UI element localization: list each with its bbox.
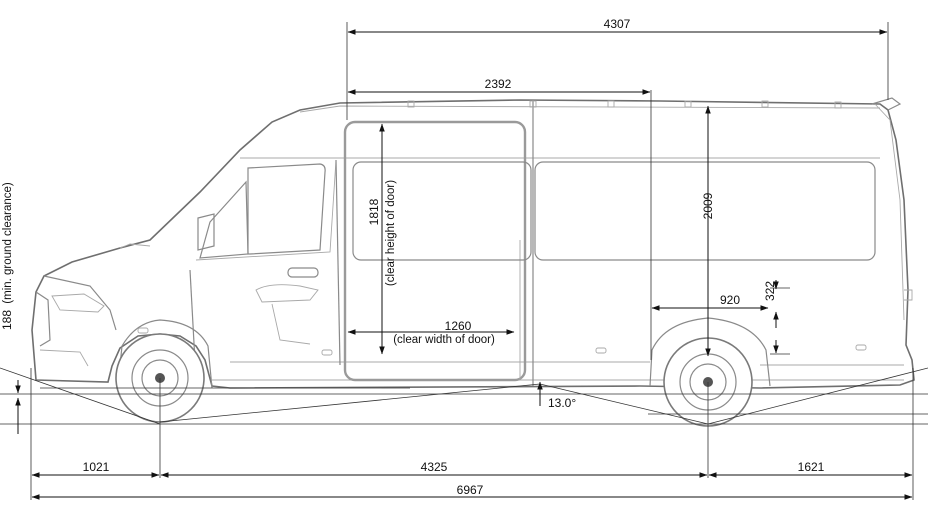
wheelbase-label: 4325	[421, 460, 448, 474]
overall-length-label: 6967	[457, 483, 484, 497]
door-width-note: (clear width of door)	[393, 334, 495, 346]
van-body-outline	[31, 99, 915, 389]
ramp-angle-label: 13.0°	[548, 396, 576, 410]
wheel-arch-width-label: 920	[720, 293, 740, 307]
ground-clearance-note: (min. ground clearance)	[2, 182, 14, 304]
cargo-length-label: 4307	[604, 17, 631, 31]
extension-lines	[0, 22, 928, 500]
door-height-label: 1818	[367, 198, 381, 225]
roof-markers	[407, 97, 902, 111]
partition-length-label: 2392	[485, 77, 512, 91]
dimension-lines	[15, 29, 913, 500]
cab-window	[189, 159, 341, 381]
rear-overhang-label: 1621	[798, 460, 825, 474]
front-end	[35, 243, 151, 367]
body-details	[137, 289, 913, 356]
wheel-arch-height-label: 322	[763, 281, 777, 301]
interior-height-label: 2009	[701, 192, 715, 219]
front-overhang-label: 1021	[83, 460, 110, 474]
door-width-label: 1260	[445, 319, 472, 333]
ground-clearance-label: 188	[0, 310, 14, 330]
sliding-door	[343, 120, 527, 382]
side-windows	[352, 100, 905, 386]
door-height-note: (clear height of door)	[385, 180, 397, 286]
